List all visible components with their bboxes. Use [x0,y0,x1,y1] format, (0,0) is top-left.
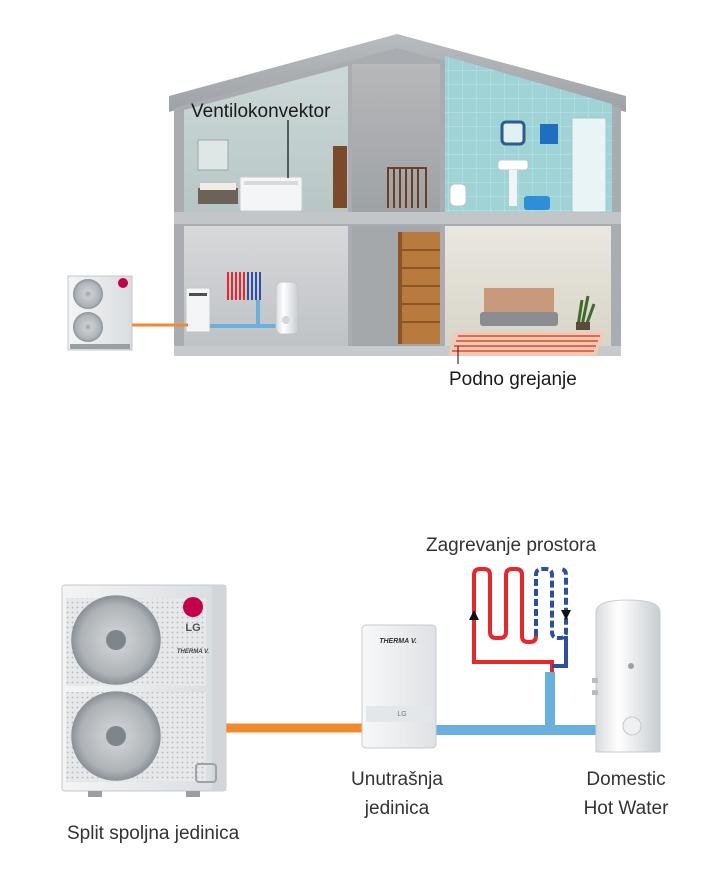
indoor-unit: THERMA V. LG [362,625,436,748]
label-floor-heating: Podno grejanje [449,366,577,394]
laundry-basket [524,196,550,210]
shower-cabin [572,118,606,212]
label-space-heating: Zagrevanje prostora [426,532,596,560]
sofa [480,312,558,326]
flow-arrow-down [561,610,571,620]
system-schematic: LG THERMA V. THERMA V. LG [62,569,660,797]
label-outdoor-unit: Split spoljna jedinica [67,820,239,848]
bed [198,188,238,204]
hot-water-loop [474,569,552,672]
split-outdoor-unit: LG THERMA V. [62,585,226,797]
headboard [484,288,554,314]
outdoor-model-text: THERMA V. [177,649,210,655]
stairs-lower [398,232,440,344]
label-indoor-unit-line1: Unutrašnja [351,766,443,794]
domestic-hot-water-tank [592,600,660,752]
bathroom-mirror [502,122,524,144]
water-pipe [434,672,600,730]
towel [540,124,558,144]
lg-logo-text: LG [185,622,200,634]
sink [498,160,528,170]
indoor-brand-text: LG [397,711,406,718]
label-indoor-unit-line2: jedinica [365,795,429,823]
label-dhw-line2: Hot Water [584,795,669,823]
toilet [450,184,466,206]
window-frame [198,140,228,170]
bedroom-door [333,146,347,208]
flow-arrow-up [469,610,479,620]
label-fan-coil: Ventilokonvektor [191,98,330,126]
cold-water-loop [536,569,566,638]
lg-logo-small [118,278,128,288]
indoor-model-text: THERMA V. [379,638,417,645]
label-dhw-line1: Domestic [586,766,665,794]
house-illustration [68,34,626,364]
house-outdoor-unit [68,276,132,350]
house-hot-water-tank [276,282,298,334]
floor-slab [174,212,621,224]
lg-logo [183,597,203,617]
